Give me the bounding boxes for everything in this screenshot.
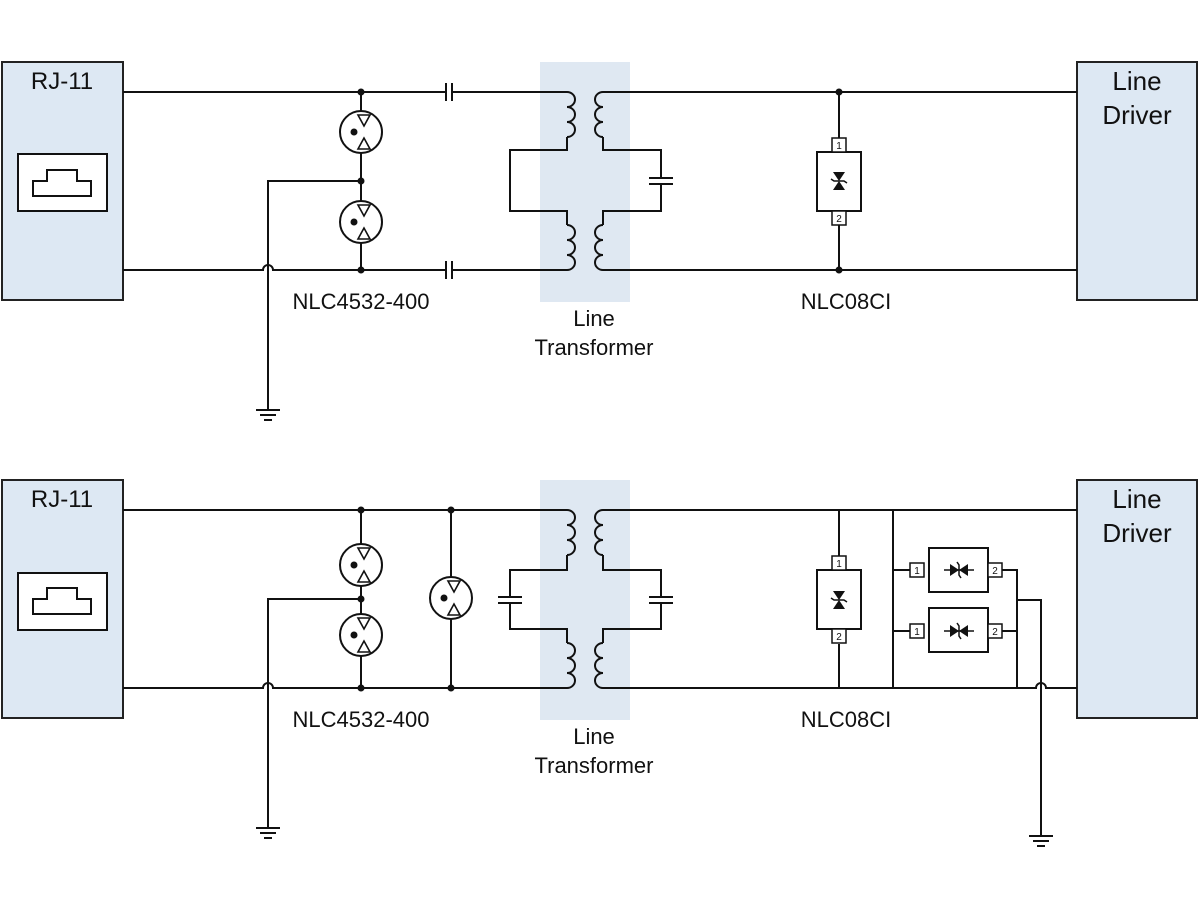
- bottom-gdt-label: NLC4532-400: [293, 707, 430, 732]
- bottom-circuit: RJ-11 Line Driver NLC4532-400: [1, 479, 1198, 847]
- bottom-ground-wire: [267, 598, 361, 828]
- svg-text:1: 1: [836, 141, 842, 152]
- top-rj11-label: RJ-11: [31, 68, 93, 95]
- svg-text:2: 2: [836, 632, 842, 643]
- bottom-secondary-capacitor: [648, 596, 674, 604]
- bottom-transformer-label-2: Transformer: [535, 753, 654, 778]
- top-ground-icon: [255, 409, 281, 421]
- svg-text:2: 2: [992, 627, 998, 638]
- top-transformer-label-1: Line: [573, 306, 615, 331]
- bottom-gas-discharge-tube-lower: [339, 613, 383, 657]
- top-gas-discharge-tube-upper: [339, 110, 383, 154]
- svg-text:1: 1: [836, 559, 842, 570]
- bottom-driver-label-2: Driver: [1102, 518, 1172, 548]
- top-driver-label-2: Driver: [1102, 100, 1172, 130]
- bottom-transformer-band: [540, 480, 630, 720]
- top-transformer-band: [540, 62, 630, 302]
- bottom-rj11-label: RJ-11: [31, 486, 93, 513]
- bottom-tvs-label: NLC08CI: [801, 707, 891, 732]
- bottom-rj11-jack-icon: [17, 572, 108, 631]
- bottom-gas-discharge-tube-upper: [339, 543, 383, 587]
- bottom-transformer-label-1: Line: [573, 724, 615, 749]
- top-secondary-capacitor: [648, 177, 674, 185]
- svg-text:1: 1: [914, 566, 920, 577]
- bottom-line-b-left: [123, 682, 567, 689]
- top-gdt-label: NLC4532-400: [293, 289, 430, 314]
- bottom-gas-discharge-tube-shunt: [429, 576, 473, 620]
- top-secondary-link: [602, 137, 662, 225]
- svg-text:1: 1: [914, 627, 920, 638]
- bottom-tvs-pair-right-rail: [1002, 569, 1042, 836]
- top-rj11-jack-icon: [17, 153, 108, 212]
- top-ground-wire: [267, 180, 361, 410]
- bottom-line-driver-block: [1076, 479, 1198, 719]
- bottom-ground-icon: [255, 827, 281, 839]
- svg-text:2: 2: [992, 566, 998, 577]
- top-coupling-cap-b: [445, 260, 453, 280]
- top-driver-label-1: Line: [1112, 66, 1161, 96]
- bottom-driver-label-1: Line: [1112, 484, 1161, 514]
- top-line-b-left: [123, 264, 567, 271]
- bottom-primary-capacitor: [497, 596, 523, 604]
- top-primary-link: [509, 137, 568, 225]
- top-line-driver-block: [1076, 61, 1198, 301]
- bottom-secondary-link: [602, 555, 662, 643]
- top-transformer-label-2: Transformer: [535, 335, 654, 360]
- bottom-primary-link: [509, 555, 568, 643]
- top-coupling-cap-a: [445, 82, 453, 102]
- top-gas-discharge-tube-lower: [339, 200, 383, 244]
- svg-text:2: 2: [836, 214, 842, 225]
- bottom-right-ground-icon: [1028, 835, 1054, 847]
- top-circuit: RJ-11 Line Driver NLC4532-400: [1, 61, 1198, 421]
- top-tvs-label: NLC08CI: [801, 289, 891, 314]
